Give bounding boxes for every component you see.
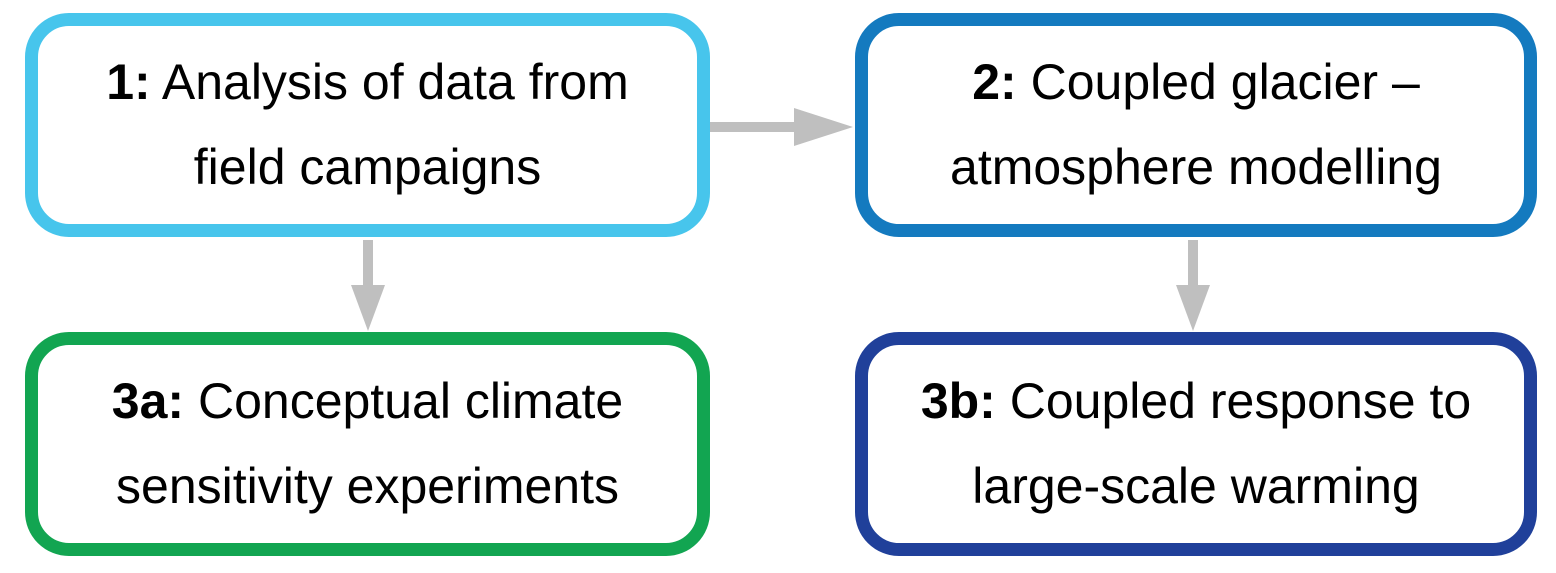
box-1: 1: Analysis of data from field campaigns [25, 13, 710, 237]
arrow-1-to-2 [710, 105, 855, 149]
box-2-text: Coupled glacier – atmosphere modelling [950, 54, 1442, 195]
box-3a: 3a: Conceptual climate sensitivity exper… [25, 332, 710, 556]
right-arrow-icon [710, 108, 853, 146]
box-1-text: Analysis of data from field campaigns [161, 54, 629, 195]
box-3a-text: Conceptual climate sensitivity experimen… [116, 373, 624, 514]
box-3a-label: 3a: Conceptual climate sensitivity exper… [68, 359, 667, 529]
box-1-label: 1: Analysis of data from field campaigns [68, 40, 667, 210]
box-2-label: 2: Coupled glacier – atmosphere modellin… [898, 40, 1494, 210]
box-2: 2: Coupled glacier – atmosphere modellin… [855, 13, 1537, 237]
box-3a-prefix: 3a: [111, 373, 185, 429]
box-2-prefix: 2: [972, 54, 1017, 110]
arrow-2-to-3b [1175, 240, 1211, 332]
box-3b: 3b: Coupled response to large-scale warm… [855, 332, 1537, 556]
down-arrow-icon [351, 240, 385, 331]
box-1-prefix: 1: [106, 54, 151, 110]
box-3b-label: 3b: Coupled response to large-scale warm… [898, 359, 1494, 529]
arrow-1-to-3a [350, 240, 386, 332]
box-3b-text: Coupled response to large-scale warming [972, 373, 1472, 514]
box-3b-prefix: 3b: [920, 373, 996, 429]
down-arrow-icon [1176, 240, 1210, 331]
